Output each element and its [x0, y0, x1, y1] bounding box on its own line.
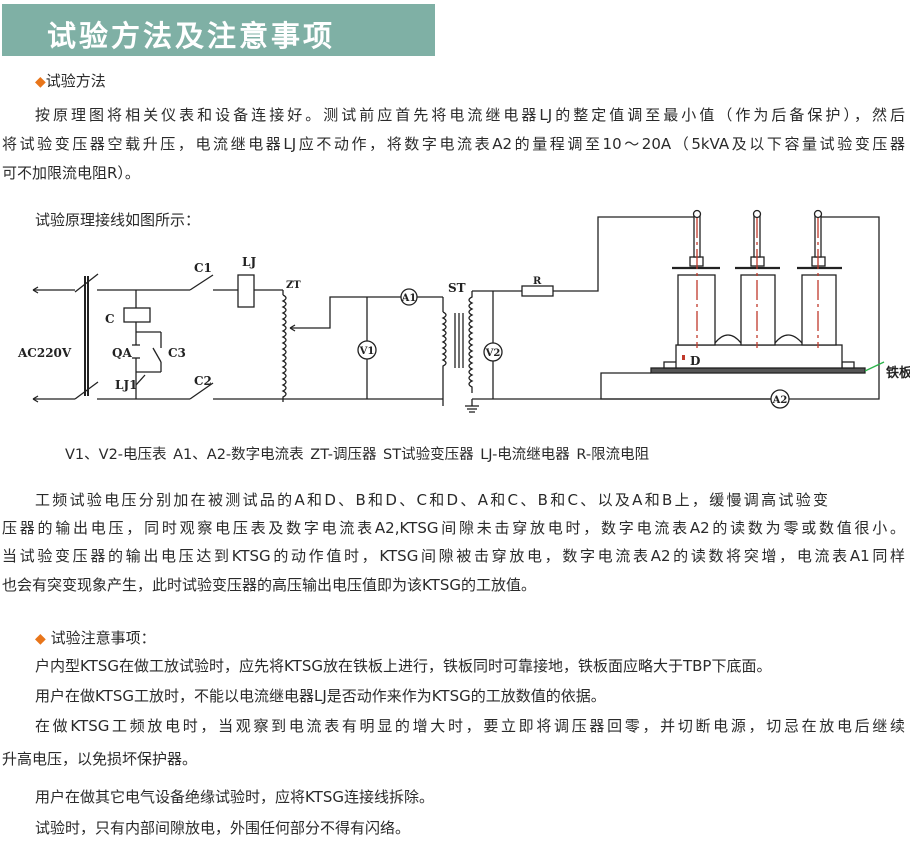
note-line: 在做KTSG工频放电时，当观察到电流表有明显的增大时，要立即将调压器回零，并切断… — [35, 717, 905, 735]
st-primary-coil — [441, 311, 447, 406]
wiring-diagram: AC220V C1 LJ ZT C QA C3 LJ1 C2 A1 V1 ST … — [17, 209, 910, 413]
label-ac220v: AC220V — [17, 346, 72, 360]
paragraph-line: 将试验变压器空载升压，电流继电器LJ应不动作，将数字电流表A2的量程调至10～2… — [2, 135, 905, 153]
label-lj: LJ — [242, 255, 256, 269]
label-v2: V2 — [485, 348, 501, 359]
diagram-caption: V1、V2-电压表 A1、A2-数字电流表 ZT-调压器 ST试验变压器 LJ-… — [65, 447, 650, 463]
voltmeter-v1 — [357, 340, 377, 360]
paragraph-line: 工频试验电压分别加在被测试品的A和D、B和D、C和D、A和C、B和C、以及A和B… — [35, 491, 828, 509]
note-line: 试验时，只有内部间隙放电，外围任何部分不得有闪络。 — [35, 819, 411, 837]
label-lj1: LJ1 — [115, 378, 137, 392]
label-iron-plate: 铁板 — [885, 365, 910, 381]
label-a2: A2 — [772, 395, 788, 406]
paragraph-line: 当试验变压器的输出电压达到KTSG的动作值时，KTSG间隙被击穿放电，数字电流表… — [2, 547, 905, 565]
diamond-bullet-icon: ◆ — [35, 74, 46, 90]
paragraph-line: 可不加限流电阻R）。 — [2, 164, 140, 182]
label-d: D — [690, 354, 700, 368]
paragraph-line: 压器的输出电压，同时观察电压表及数字电流表A2,KTSG间隙未击穿放电时，数字电… — [2, 519, 905, 537]
ktsg-protector — [650, 209, 866, 374]
paragraph-line: 按原理图将相关仪表和设备连接好。测试前应首先将电流继电器LJ的整定值调至最小值（… — [35, 106, 905, 124]
page-title: 试验方法及注意事项 — [47, 19, 336, 53]
label-a1: A1 — [401, 293, 417, 304]
note-line: 用户在做其它电气设备绝缘试验时，应将KTSG连接线拆除。 — [35, 788, 434, 806]
header-banner: 试验方法及注意事项 — [2, 4, 435, 56]
switch-c2 — [189, 382, 214, 400]
heading-text: 试验注意事项： — [50, 629, 156, 647]
label-st: ST — [448, 281, 466, 295]
contactor-c — [123, 307, 151, 323]
note-line: 升高电压，以免损坏保护器。 — [2, 750, 198, 768]
paragraph-line: 也会有突变现象产生，此时试验变压器的高压输出电压值即为该KTSG的工放值。 — [2, 576, 536, 594]
label-qa: QA — [112, 346, 132, 360]
note-line: 用户在做KTSG工放时，不能以电流继电器LJ是否动作来作为KTSG的工放数值的依… — [35, 687, 606, 705]
label-v1: V1 — [359, 346, 375, 357]
section-heading-notes: ◆ 试验注意事项： — [35, 627, 156, 648]
label-c1: C1 — [194, 261, 212, 275]
switch-c1 — [189, 274, 214, 291]
label-r: R — [533, 276, 542, 287]
label-c: C — [105, 312, 115, 326]
st-secondary-coil — [468, 291, 474, 393]
diagram-intro: 试验原理接线如图所示： — [35, 211, 201, 229]
label-zt: ZT — [286, 280, 301, 291]
regulator-zt-coil — [281, 294, 287, 402]
ammeter-a1 — [400, 288, 418, 306]
heading-text: 试验方法 — [45, 72, 106, 90]
label-c3: C3 — [168, 346, 186, 360]
section-heading-method: ◆试验方法 — [35, 70, 106, 91]
resistor-r — [521, 285, 554, 297]
voltmeter-v2 — [483, 342, 503, 362]
label-c2: C2 — [194, 374, 212, 388]
relay-lj — [237, 274, 255, 308]
diamond-bullet-icon: ◆ — [35, 631, 46, 647]
note-line: 户内型KTSG在做工放试验时，应先将KTSG放在铁板上进行，铁板同时可靠接地，铁… — [35, 657, 772, 675]
